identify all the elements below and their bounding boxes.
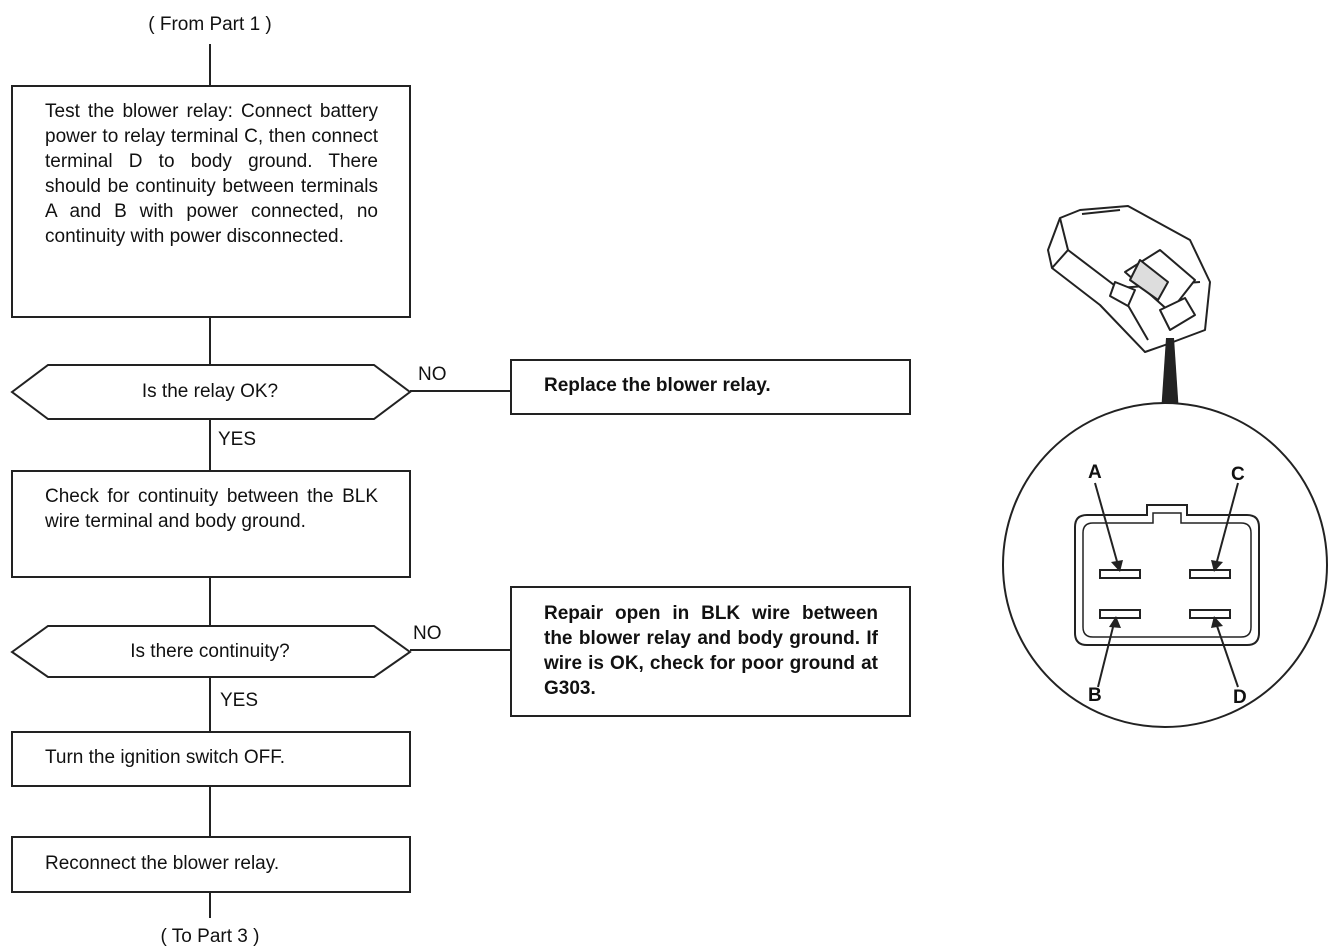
action-repair-blk-text: Repair open in BLK wire between the blow… (544, 603, 878, 699)
to-part-connector: ( To Part 3 ) (160, 926, 260, 947)
action-replace-relay-text: Replace the blower relay. (544, 375, 771, 396)
step-turn-off-text: Turn the ignition switch OFF. (45, 747, 286, 768)
branch-no-label: NO (418, 364, 447, 385)
terminal-b-slot (1099, 609, 1141, 619)
terminal-b-label: B (1088, 685, 1102, 706)
relay-illustration (1002, 205, 1328, 728)
branch-yes-label: YES (218, 429, 257, 450)
decision-relay-ok-text: Is the relay OK? (141, 381, 279, 402)
decision-continuity-shape (10, 625, 412, 678)
terminal-a-label: A (1088, 462, 1102, 483)
step-reconnect-text: Reconnect the blower relay. (45, 853, 280, 874)
terminal-c-slot (1189, 569, 1231, 579)
terminal-d-slot (1189, 609, 1231, 619)
action-repair-blk-box (510, 586, 911, 717)
step-test-relay-box (11, 85, 411, 318)
decision-continuity-text: Is there continuity? (130, 641, 290, 662)
branch-yes-label: YES (220, 690, 259, 711)
step-reconnect-box (11, 836, 411, 893)
step-test-relay-text: Test the blower relay: Connect battery p… (45, 101, 378, 247)
from-part-connector: ( From Part 1 ) (148, 14, 272, 35)
terminal-c-label: C (1231, 464, 1245, 485)
step-check-blk-text: Check for continuity between the BLK wir… (45, 486, 378, 532)
branch-no-label: NO (413, 623, 442, 644)
step-check-blk-box (11, 470, 411, 578)
terminal-d-label: D (1233, 687, 1247, 708)
decision-relay-ok-shape (10, 364, 412, 420)
action-replace-relay-box (510, 359, 911, 415)
step-turn-off-box (11, 731, 411, 787)
